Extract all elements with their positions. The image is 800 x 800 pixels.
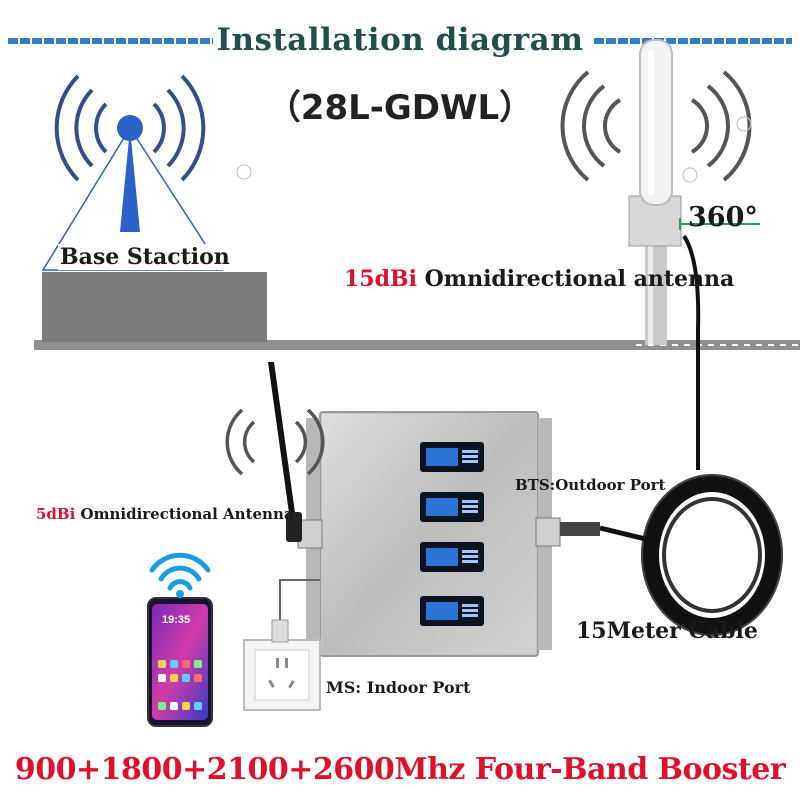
- base-station-label: Base Staction: [58, 244, 232, 270]
- outdoor-cable: [682, 234, 701, 470]
- signal-waves-icon: [54, 74, 206, 182]
- phone-time: 19:35: [162, 614, 191, 626]
- phone-app-icons: [158, 660, 202, 710]
- registered-icon: [236, 116, 752, 183]
- cable-coil: [641, 474, 783, 636]
- indoor-antenna-name: Omnidirectional Antenna: [80, 505, 294, 523]
- outdoor-gain: 15dBi: [344, 266, 417, 292]
- signal-waves-icon: [560, 70, 752, 182]
- building-block: [42, 272, 267, 342]
- model-number: （28L-GDWL）: [266, 88, 534, 128]
- lcd-band-2600: [420, 596, 484, 626]
- page-title: Installation diagram: [216, 22, 584, 58]
- cable-label: 15Meter Cable: [576, 618, 758, 644]
- wifi-icon-dot: [176, 590, 184, 598]
- signal-waves-icon: [225, 408, 325, 476]
- indoor-gain: 5dBi: [36, 505, 76, 523]
- outdoor-antenna: [628, 39, 682, 345]
- ground-line: [34, 340, 800, 350]
- outdoor-antenna-name: Omnidirectional antenna: [424, 266, 735, 292]
- indoor-antenna-label: 5dBi Omnidirectional Antenna: [36, 505, 294, 523]
- footer-band-title: 900+1800+2100+2600Mhz Four-Band Booster: [14, 752, 786, 787]
- ms-port-label: MS: Indoor Port: [326, 678, 471, 697]
- indoor-antenna: [268, 362, 302, 542]
- title-left-bar: [8, 38, 213, 44]
- wifi-icon: [149, 552, 211, 591]
- bts-port-label: BTS:Outdoor Port: [515, 476, 666, 494]
- title-right-bar: [594, 38, 792, 44]
- lcd-band-900: [420, 442, 484, 472]
- wall-outlet: [243, 619, 321, 711]
- base-station-tower: [41, 115, 224, 271]
- outdoor-antenna-label: 15dBi Omnidirectional antenna: [344, 266, 734, 292]
- lcd-band-1800: [420, 492, 484, 522]
- degree-label: 360°: [688, 202, 758, 233]
- lcd-band-2100: [420, 542, 484, 572]
- smartphone: [147, 597, 213, 727]
